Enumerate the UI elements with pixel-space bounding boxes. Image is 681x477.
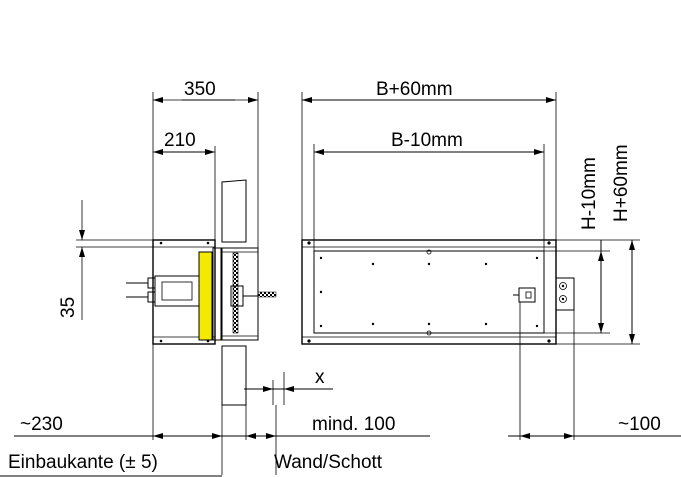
mechanism	[513, 277, 575, 311]
dim-b10: B-10mm	[391, 130, 463, 151]
dim-b60: B+60mm	[376, 79, 453, 100]
dim-350: 350	[184, 79, 216, 100]
side-view: 350 210 35 ~230 Einbaukante (± 5) x	[0, 79, 430, 477]
damper-front-outer	[301, 239, 557, 345]
dim-210: 210	[164, 130, 196, 151]
dim-100: ~100	[618, 414, 661, 435]
wall-section	[221, 179, 247, 406]
dim-h60: H+60mm	[611, 144, 632, 222]
dim-35: 35	[58, 297, 79, 318]
dim-mind-100: mind. 100	[312, 414, 395, 435]
actuator	[126, 275, 201, 307]
seal-strip	[232, 252, 239, 334]
dim-230: ~230	[20, 414, 63, 435]
wand-schott-label: Wand/Schott	[274, 452, 383, 473]
front-view: B+60mm B-10mm H-10mm H+60mm ~100	[301, 79, 681, 440]
damper-front-inner	[313, 250, 545, 334]
einbaukante-label: Einbaukante (± 5)	[8, 452, 158, 473]
dim-x: x	[315, 367, 325, 388]
dim-h10: H-10mm	[579, 157, 600, 230]
damper-blade	[198, 251, 213, 341]
